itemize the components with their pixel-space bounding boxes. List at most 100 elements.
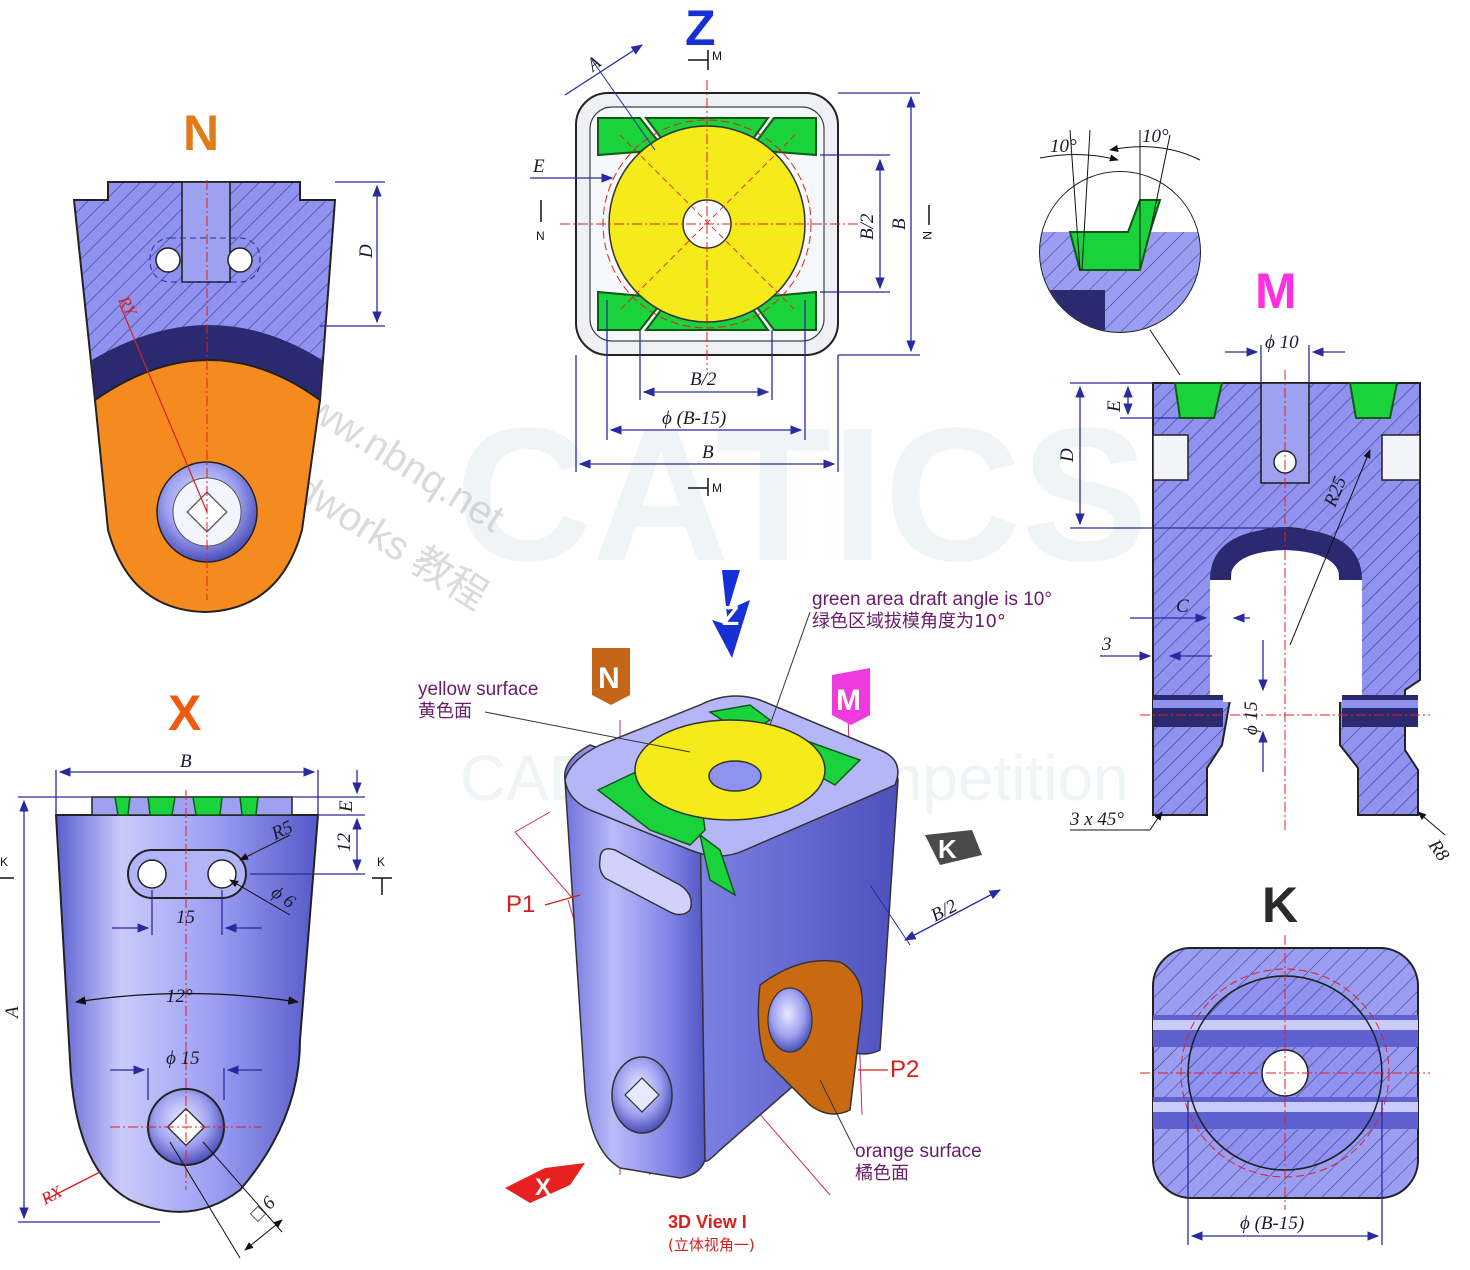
detail-dark <box>1040 290 1105 330</box>
iso-square-hole <box>624 1077 660 1113</box>
k-dim-phi: ϕ (B-15) <box>1240 1213 1304 1234</box>
m-cross-bore-left <box>1153 695 1223 727</box>
iso-flag-z: Z <box>722 600 739 631</box>
view-x: X B E 12 K <box>0 685 392 1259</box>
iso-green-cn: 绿色区域拔模角度为10° <box>812 611 1006 632</box>
iso-flag-n-shape <box>592 648 630 705</box>
x-sq6-dim <box>244 1219 283 1251</box>
n-dim-d: D <box>356 244 377 259</box>
iso-flag-k-shape <box>925 830 982 865</box>
n-hole-left <box>155 247 181 273</box>
n-dark-band <box>92 325 322 400</box>
iso-flag-z-arrow <box>712 570 750 658</box>
m-recess-right <box>1381 434 1421 481</box>
view-k: K ϕ (B-15) <box>1140 877 1430 1245</box>
z-dim-b-v: B <box>889 218 910 230</box>
n-ry-leader <box>119 304 208 513</box>
x-body <box>54 814 320 1213</box>
iso-center-hole <box>708 760 762 792</box>
x-green-teeth <box>114 796 259 816</box>
iso-flag-m: M <box>836 684 861 717</box>
iso-flag-k: K <box>938 834 957 864</box>
detail-dim-ang-1: 10° <box>1050 136 1077 157</box>
z-mark-m-top: M <box>712 49 722 63</box>
m-green-right <box>1348 382 1399 419</box>
iso-p1: P1 <box>506 891 535 918</box>
iso-cons-2 <box>514 811 551 833</box>
view-x-letter: X <box>168 685 201 741</box>
iso-green-leader <box>769 611 811 726</box>
z-mark-m-bottom: M <box>712 481 722 495</box>
detail-view: 10° 10° <box>1039 126 1201 376</box>
x-phi6-leader <box>229 879 291 916</box>
z-dim-b-half-v: B/2 <box>857 213 878 240</box>
m-dim-phi10: ϕ 10 <box>1265 332 1299 353</box>
x-dim-phi15: ϕ 15 <box>166 1048 200 1069</box>
iso-title-en: 3D View I <box>668 1212 747 1232</box>
x-dim-b: B <box>180 751 192 772</box>
detail-ang-arc-2 <box>1109 144 1201 161</box>
x-dim-12: 12 <box>334 833 355 853</box>
iso-dim-b-half: B/2 <box>927 895 961 926</box>
m-dim-r25-line <box>1289 449 1371 646</box>
iso-flag-x-shape <box>505 1163 585 1203</box>
x-dim-rx: RX <box>37 1182 66 1209</box>
iso-flag-m-shape <box>832 668 870 725</box>
m-dim-3: 3 <box>1101 634 1112 655</box>
iso-green-en: green area draft angle is 10° <box>812 589 1052 610</box>
m-chamfer-leader <box>1149 811 1163 831</box>
z-mark-n-right: N <box>920 231 934 240</box>
m-cross-bore-left-hl <box>1153 700 1223 708</box>
n-slot <box>181 181 231 283</box>
iso-slot <box>598 848 692 916</box>
iso-green-corner <box>698 833 737 897</box>
iso-yellow-en: yellow surface <box>418 679 538 700</box>
iso-dim-b2-ext <box>869 884 911 946</box>
m-dim-chamfer: 3 x 45° <box>1069 809 1124 830</box>
z-dim-a-line <box>564 44 643 96</box>
x-r5-leader <box>239 834 291 861</box>
m-dim-r8: R8 <box>1423 835 1453 866</box>
x-tooth-1 <box>114 796 131 816</box>
detail-green <box>1068 199 1162 271</box>
m-slot-void <box>1210 580 1362 702</box>
x-dim-a: A <box>2 1006 23 1020</box>
x-dim-e: E <box>336 800 357 813</box>
detail-leader <box>1149 329 1181 376</box>
view-m: M ϕ 10 E D <box>1057 263 1453 866</box>
detail-content <box>1040 172 1200 332</box>
x-tooth-3 <box>192 796 223 816</box>
watermark-logo: CATICS <box>455 389 1148 601</box>
iso-orange-cn: 橘色面 <box>855 1163 909 1184</box>
iso-orange-en: orange surface <box>855 1141 982 1162</box>
x-tooth-2 <box>147 796 176 816</box>
z-dim-e: E <box>532 156 545 177</box>
iso-flag-x: X <box>535 1174 551 1201</box>
iso-dim-b2-line <box>903 889 1002 941</box>
iso-yellow-cn: 黄色面 <box>418 701 472 722</box>
iso-orange-bore <box>767 987 813 1053</box>
view-n-letter: N <box>183 105 219 161</box>
detail-ang-ref-4 <box>1149 134 1171 233</box>
view-z-letter: Z <box>685 0 716 56</box>
z-mark-n-left: N <box>536 229 545 243</box>
z-dim-phi: ϕ (B-15) <box>662 408 726 429</box>
m-dim-c: C <box>1176 596 1189 617</box>
x-rx-leader <box>44 1171 101 1201</box>
x-tooth-4 <box>239 796 259 816</box>
iso-p2: P2 <box>890 1056 919 1083</box>
detail-ang-arc-1 <box>1039 153 1119 162</box>
m-dim-e: E <box>1104 400 1125 413</box>
detail-ang-ref-2 <box>1081 129 1091 271</box>
iso-p1-leader <box>544 894 581 906</box>
detail-dim-ang-2: 10° <box>1142 126 1169 147</box>
view-n: N RY D <box>72 105 385 614</box>
x-dim-15: 15 <box>176 907 195 928</box>
iso-yellow-leader <box>484 711 691 753</box>
m-dim-d: D <box>1057 448 1078 463</box>
x-sq6-ref-1 <box>202 1141 283 1233</box>
x-angle-arc <box>74 992 300 1005</box>
z-diag-2 <box>619 134 796 311</box>
x-sq6-ref-2 <box>169 1141 241 1259</box>
